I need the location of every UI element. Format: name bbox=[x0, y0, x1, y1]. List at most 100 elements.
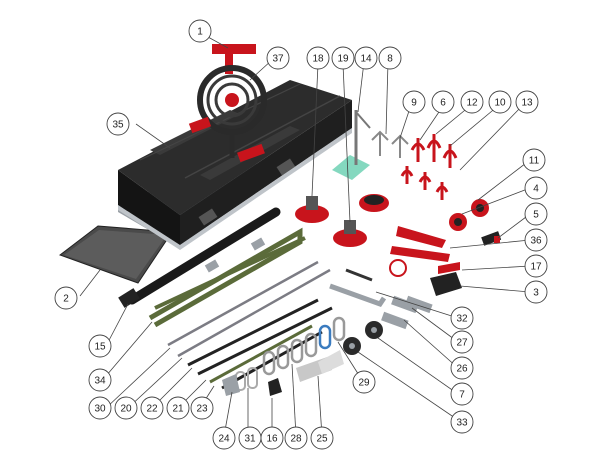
callout-7: 7 bbox=[450, 382, 474, 406]
callout-circle bbox=[88, 396, 112, 420]
callout-circle bbox=[431, 90, 455, 114]
callout-24: 24 bbox=[212, 426, 236, 450]
callout-36: 36 bbox=[524, 228, 548, 252]
case-icon bbox=[118, 80, 352, 250]
callout-label: 15 bbox=[94, 342, 106, 353]
callout-label: 21 bbox=[172, 404, 184, 415]
pulley-icon bbox=[449, 199, 502, 246]
reel-icon bbox=[188, 44, 267, 163]
callout-label: 27 bbox=[456, 338, 468, 349]
callout-label: 7 bbox=[459, 390, 465, 401]
callout-label: 6 bbox=[440, 98, 446, 109]
callout-25: 25 bbox=[310, 426, 334, 450]
leader-lines bbox=[79, 36, 531, 437]
callout-circle bbox=[524, 176, 548, 200]
callout-circle bbox=[460, 90, 484, 114]
callout-8: 8 bbox=[378, 46, 402, 70]
callout-circle bbox=[352, 370, 376, 394]
callout-circle bbox=[450, 330, 474, 354]
callout-15: 15 bbox=[88, 334, 112, 358]
mat-icon bbox=[58, 225, 173, 284]
hook-icon bbox=[371, 130, 458, 200]
callout-18: 18 bbox=[306, 46, 330, 70]
callout-4: 4 bbox=[524, 176, 548, 200]
callout-circle bbox=[450, 410, 474, 434]
callout-17: 17 bbox=[524, 254, 548, 278]
callout-label: 13 bbox=[521, 98, 533, 109]
callout-label: 8 bbox=[387, 54, 393, 65]
callout-33: 33 bbox=[450, 410, 474, 434]
callout-circle bbox=[212, 426, 236, 450]
callout-circle bbox=[522, 148, 546, 172]
callout-label: 37 bbox=[272, 54, 284, 65]
callout-label: 10 bbox=[494, 98, 506, 109]
callout-20: 20 bbox=[114, 396, 138, 420]
callout-label: 24 bbox=[218, 434, 230, 445]
callout-label: 3 bbox=[533, 288, 539, 299]
callout-label: 17 bbox=[530, 262, 542, 273]
callout-label: 26 bbox=[456, 364, 468, 375]
callout-label: 18 bbox=[312, 54, 324, 65]
callout-label: 9 bbox=[411, 98, 417, 109]
callout-19: 19 bbox=[331, 46, 355, 70]
pole-icon bbox=[118, 207, 281, 308]
callout-29: 29 bbox=[352, 370, 376, 394]
callout-label: 25 bbox=[316, 434, 328, 445]
callout-circle bbox=[114, 396, 138, 420]
callout-label: 11 bbox=[529, 156, 540, 167]
callout-circle bbox=[524, 228, 548, 252]
callout-circle bbox=[450, 306, 474, 330]
callout-30: 30 bbox=[88, 396, 112, 420]
callout-9: 9 bbox=[402, 90, 426, 114]
callout-12: 12 bbox=[460, 90, 484, 114]
callout-13: 13 bbox=[515, 90, 539, 114]
callout-2: 2 bbox=[54, 286, 78, 310]
callout-circle bbox=[524, 202, 548, 226]
callout-circle bbox=[488, 90, 512, 114]
callout-label: 23 bbox=[196, 404, 208, 415]
callout-circle bbox=[310, 426, 334, 450]
metal-tool-icon bbox=[329, 268, 433, 330]
callout-circle bbox=[88, 368, 112, 392]
callout-1: 1 bbox=[188, 19, 212, 43]
callout-35: 35 bbox=[106, 112, 130, 136]
stand-icon bbox=[332, 110, 371, 180]
callout-label: 19 bbox=[337, 54, 349, 65]
callout-22: 22 bbox=[140, 396, 164, 420]
callout-label: 12 bbox=[466, 98, 478, 109]
callout-10: 10 bbox=[488, 90, 512, 114]
callout-circle bbox=[54, 286, 78, 310]
callout-circle bbox=[306, 46, 330, 70]
callout-5: 5 bbox=[524, 202, 548, 226]
callout-circle bbox=[354, 46, 378, 70]
callout-label: 20 bbox=[120, 404, 132, 415]
rope-set bbox=[167, 260, 333, 390]
callout-label: 32 bbox=[456, 314, 468, 325]
callout-circle bbox=[450, 356, 474, 380]
callout-circle bbox=[266, 46, 290, 70]
callout-label: 28 bbox=[290, 434, 302, 445]
callout-37: 37 bbox=[266, 46, 290, 70]
callout-16: 16 bbox=[260, 426, 284, 450]
callout-label: 22 bbox=[146, 404, 158, 415]
callout-circle bbox=[515, 90, 539, 114]
callout-circle bbox=[88, 334, 112, 358]
callout-label: 5 bbox=[533, 210, 539, 221]
callout-circle bbox=[524, 280, 548, 304]
callout-label: 36 bbox=[530, 236, 542, 247]
callout-circle bbox=[166, 396, 190, 420]
callout-26: 26 bbox=[450, 356, 474, 380]
callout-circle bbox=[284, 426, 308, 450]
suction-cup-icon bbox=[295, 196, 367, 247]
callout-14: 14 bbox=[354, 46, 378, 70]
callout-label: 34 bbox=[94, 376, 106, 387]
callout-circle bbox=[140, 396, 164, 420]
strap-icon bbox=[148, 227, 306, 328]
callout-28: 28 bbox=[284, 426, 308, 450]
block-pulley-icon bbox=[343, 321, 383, 355]
callout-6: 6 bbox=[431, 90, 455, 114]
callout-21: 21 bbox=[166, 396, 190, 420]
callout-3: 3 bbox=[524, 280, 548, 304]
